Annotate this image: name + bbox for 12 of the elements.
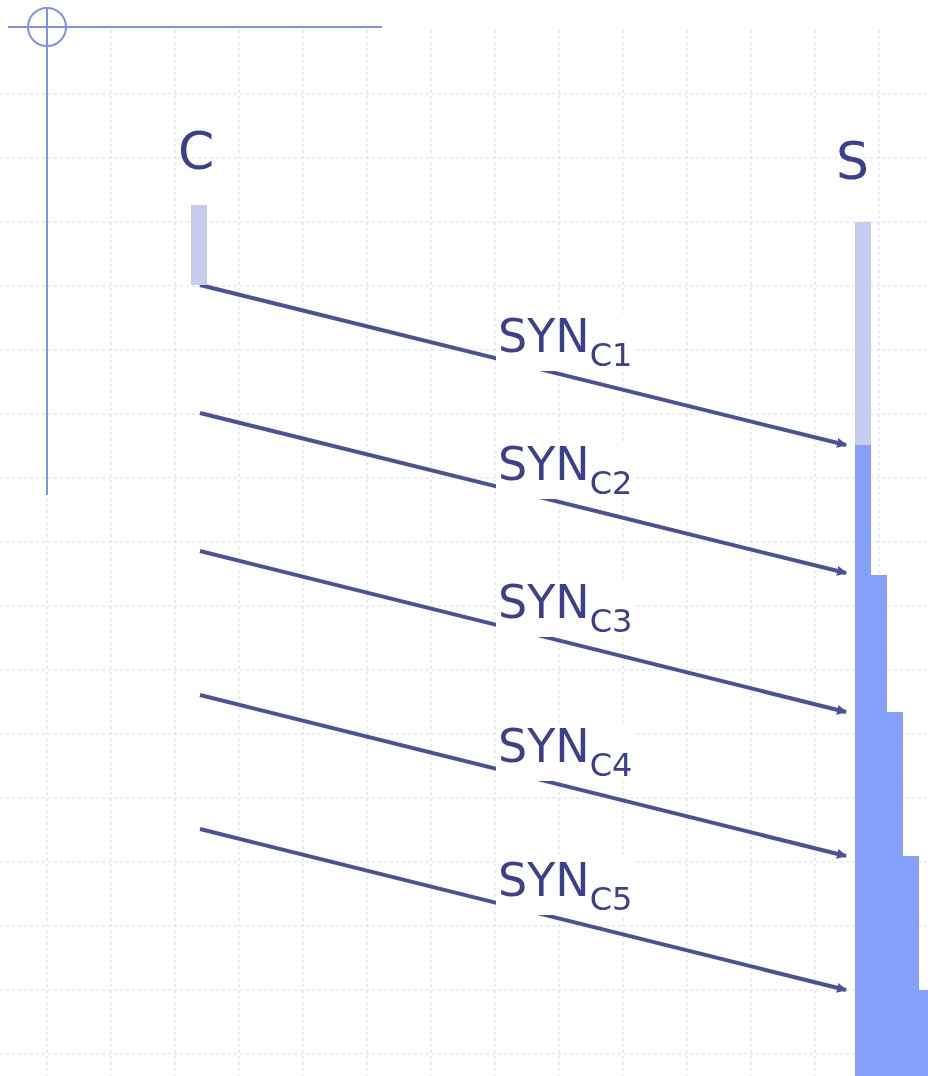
edge-label: SYN$_{C3}$ xyxy=(496,579,635,637)
edge-label: SYN$_{C4}$ xyxy=(496,723,635,781)
arrow xyxy=(199,827,847,993)
arrow xyxy=(199,283,847,448)
edge-label: SYN$_{C5}$ xyxy=(496,857,635,915)
lifeline-label: S xyxy=(836,135,869,187)
arrow xyxy=(199,411,847,576)
lifeline-label: C xyxy=(178,125,215,177)
arrow xyxy=(199,549,847,715)
arrow xyxy=(199,693,847,859)
edge-label: SYN$_{C2}$ xyxy=(496,441,635,499)
edge-label: SYN$_{C1}$ xyxy=(496,313,635,371)
